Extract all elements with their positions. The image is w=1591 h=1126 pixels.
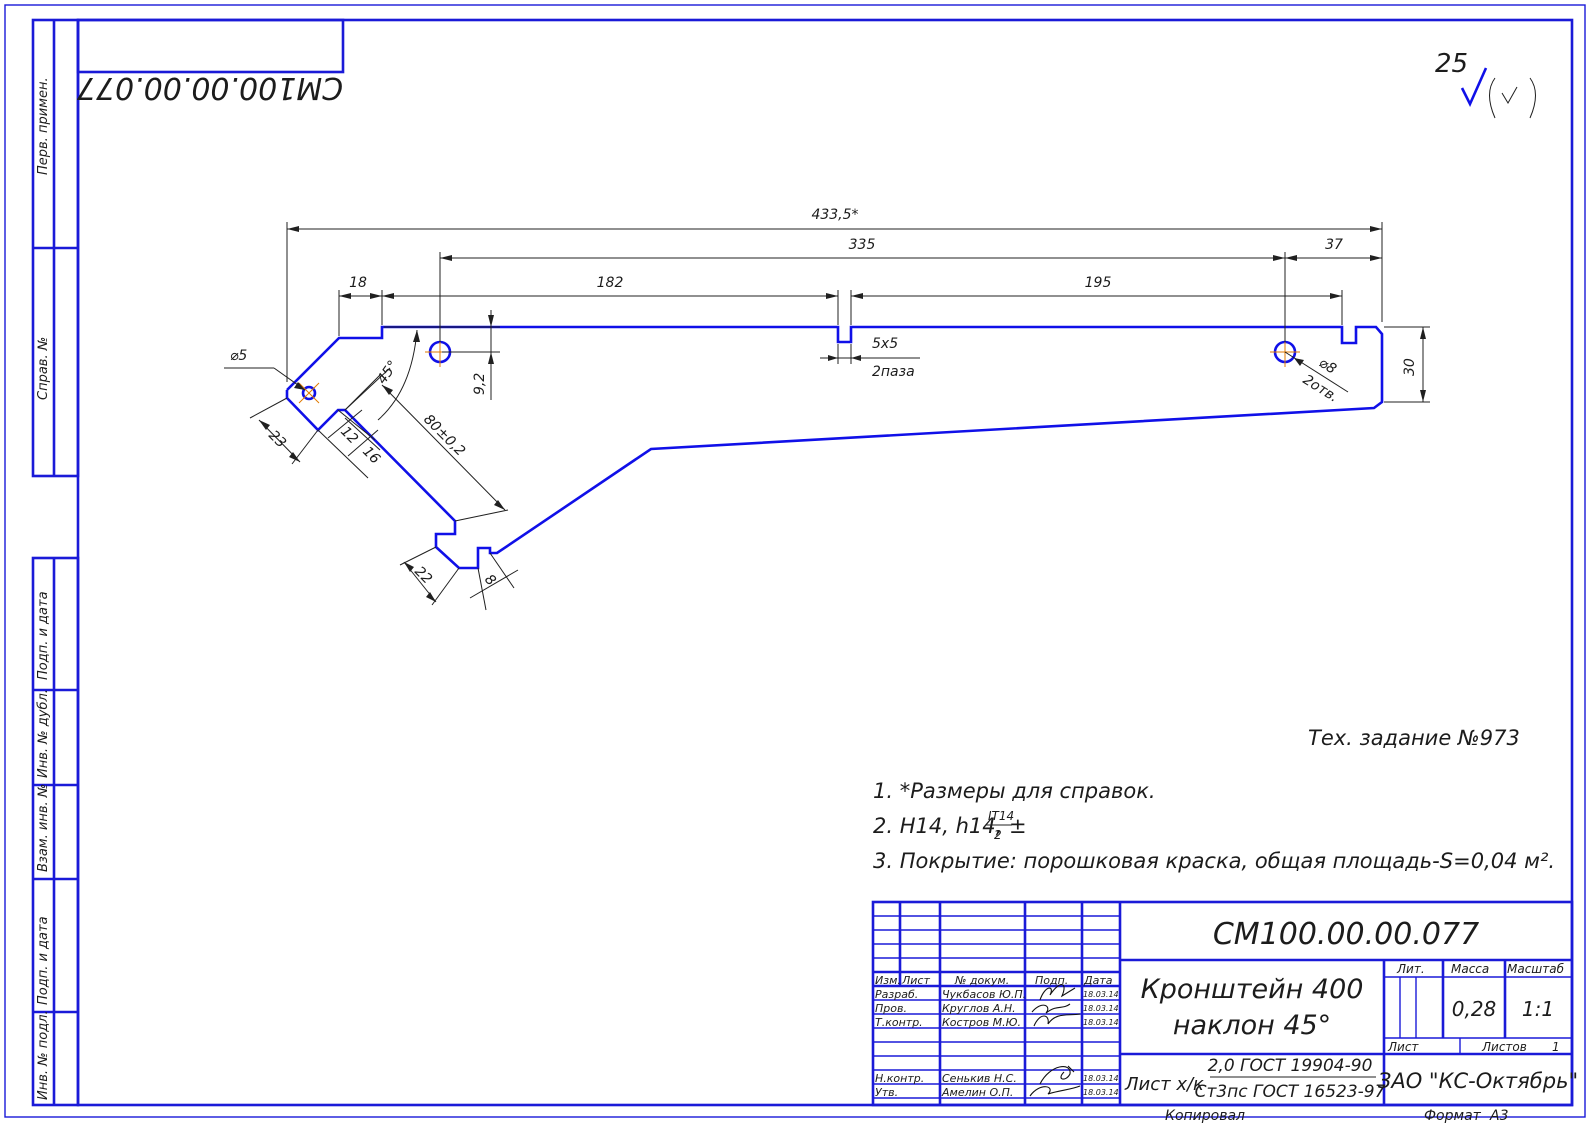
signature-2	[1033, 1013, 1081, 1027]
note-1: 1. *Размеры для справок.	[873, 779, 1156, 803]
dim-22: 22	[411, 564, 435, 588]
row-date-4: 18.03.14	[1083, 1088, 1119, 1097]
dim-18: 18	[349, 275, 367, 291]
sheet-border	[4, 4, 1586, 1118]
row-name-0: Чукбасов Ю.П.	[942, 988, 1026, 1001]
roughness-symbol: 25	[1435, 49, 1536, 119]
material-top: 2,0 ГОСТ 19904-90	[1208, 1056, 1373, 1076]
row-role-3: Н.контр.	[875, 1072, 924, 1085]
col-izm: Изм.	[875, 974, 901, 987]
col-docum: № докум.	[954, 974, 1009, 987]
row-name-3: Сенькив Н.С.	[942, 1072, 1017, 1085]
row-date-0: 18.03.14	[1083, 990, 1119, 999]
col-data: Дата	[1083, 974, 1113, 987]
material-bottom: Ст3пс ГОСТ 16523-97	[1195, 1082, 1386, 1102]
title-block: СМ100.00.00.077 Кронштейн 400 наклон 45°…	[871, 900, 1578, 1107]
dim-80: 80±0,2	[420, 412, 468, 460]
dim-overall: 433,5*	[811, 207, 858, 223]
col-podp: Подп.	[1035, 974, 1068, 987]
material-label: Лист х/к	[1124, 1074, 1204, 1095]
signature-1	[1031, 1003, 1071, 1014]
dim-16: 16	[359, 444, 383, 468]
label-sprav-no: Справ. №	[36, 337, 51, 400]
dimension-lines	[224, 222, 1430, 611]
row-name-2: Костров М.Ю.	[942, 1016, 1021, 1029]
masshtab-label: Масштаб	[1507, 962, 1565, 976]
part-outline	[285, 325, 1384, 570]
note-2-denominator: 2	[994, 828, 1002, 842]
dim-182: 182	[597, 275, 624, 291]
title-line-1: Кронштейн 400	[1141, 974, 1364, 1005]
designation: СМ100.00.00.077	[1213, 917, 1479, 952]
list-label: Лист	[1387, 1040, 1419, 1054]
label-perv-primen: Перв. примен.	[36, 77, 51, 175]
listov-value: 1	[1552, 1040, 1560, 1054]
format-value: А3	[1489, 1108, 1508, 1124]
row-role-2: Т.контр.	[875, 1016, 923, 1029]
listov-label: Листов	[1481, 1040, 1527, 1054]
dim-9-2: 9,2	[472, 373, 488, 395]
note-2-numerator: IT14	[988, 809, 1014, 823]
note-2: 2. H14, h14, ±	[873, 814, 1027, 838]
mass-value: 0,28	[1452, 997, 1497, 1021]
title-line-2: наклон 45°	[1173, 1010, 1331, 1041]
label-inv-podl: Инв. № подл.	[36, 1010, 51, 1100]
lit-label: Лит.	[1396, 962, 1425, 976]
row-date-3: 18.03.14	[1083, 1074, 1119, 1083]
dim-hole5: ⌀5	[230, 348, 247, 364]
dimension-texts: 433,5* 335 37 18 182 195 5х5 2паза 9,2 ⌀…	[230, 207, 1418, 589]
dim-hole8: ⌀8	[1316, 355, 1339, 378]
label-podp-data-1: Подп. и дата	[36, 591, 51, 680]
dim-hole8-count: 2отв.	[1300, 372, 1341, 406]
dim-335: 335	[849, 237, 876, 253]
row-name-4: Амелин О.П.	[941, 1086, 1013, 1099]
company: ЗАО "КС-Октябрь"	[1378, 1069, 1578, 1093]
dim-37: 37	[1325, 237, 1343, 253]
dim-30: 30	[1402, 358, 1418, 376]
row-role-0: Разраб.	[875, 988, 918, 1001]
dim-8: 8	[481, 572, 499, 590]
format-label: Формат	[1424, 1108, 1482, 1124]
signature-0	[1039, 984, 1076, 1001]
holes	[298, 337, 1300, 404]
mirrored-designation: СМ100.00.00.077	[77, 70, 343, 105]
left-side-strip: Перв. примен. Справ. № Подп. и дата Инв.…	[31, 18, 80, 1107]
dim-slot: 5х5	[872, 336, 898, 352]
label-vzam-inv: Взам. инв. №	[36, 784, 51, 872]
hole-small	[301, 385, 317, 401]
col-list: Лист	[901, 974, 930, 987]
massa-label: Масса	[1451, 962, 1489, 976]
dim-195: 195	[1085, 275, 1112, 291]
scale-value: 1:1	[1522, 997, 1554, 1021]
mirrored-designation-box: СМ100.00.00.077	[76, 18, 345, 105]
dim-slot-count: 2паза	[872, 364, 915, 380]
row-date-2: 18.03.14	[1083, 1018, 1119, 1027]
tech-task: Тех. задание №973	[1308, 726, 1520, 750]
note-3: 3. Покрытие: порошковая краска, общая пл…	[873, 849, 1555, 873]
row-name-1: Круглов А.Н.	[942, 1002, 1016, 1015]
signature-3	[1039, 1065, 1075, 1085]
signature-4	[1029, 1085, 1081, 1097]
dim-angle: 45°	[374, 358, 401, 388]
label-inv-dubl: Инв. № дубл.	[36, 689, 51, 778]
copied-label: Копировал	[1165, 1108, 1245, 1124]
row-role-4: Утв.	[875, 1086, 898, 1099]
row-date-1: 18.03.14	[1083, 1004, 1119, 1013]
roughness-value: 25	[1435, 49, 1468, 79]
notes-block: 1. *Размеры для справок. 2. H14, h14, ± …	[873, 779, 1555, 873]
label-podp-data-2: Подп. и дата	[36, 916, 51, 1005]
row-role-1: Пров.	[875, 1002, 907, 1015]
